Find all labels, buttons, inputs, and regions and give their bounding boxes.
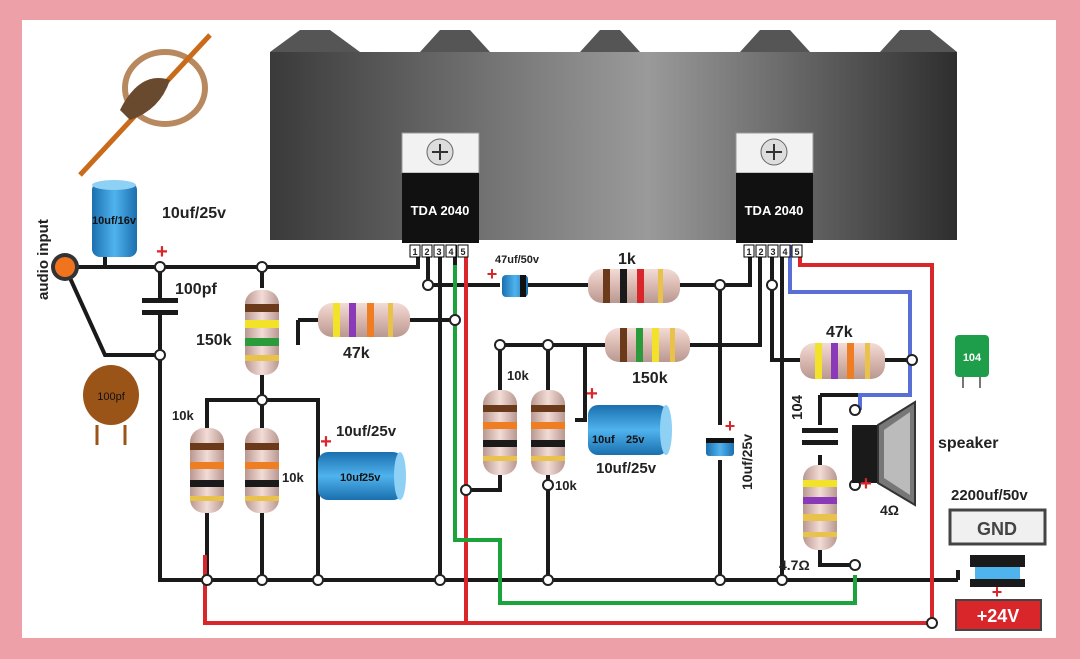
plus-sign: +	[586, 383, 598, 405]
cap-104: 104	[789, 394, 838, 445]
cap-10uf-left: 10uf 25v 10uf/25v +	[318, 423, 406, 500]
cap-100pf-label: 100pf	[175, 281, 217, 298]
cap-10uf-vert-label: 10uf/25v	[739, 434, 755, 490]
tda-left-label: TDA 2040	[411, 203, 470, 218]
cap-input: 10uf/16v 10uf/25v +	[92, 180, 226, 267]
tda2040-right: TDA 2040 1 2 3 4 5	[735, 132, 814, 258]
cap-input-label: 10uf/25v	[162, 205, 226, 222]
res-10k-c: 10k	[483, 368, 529, 475]
cap-100pf-disc: 100pf	[83, 365, 139, 445]
plus-sign: +	[860, 473, 872, 495]
cap-104-green-text: 104	[963, 352, 982, 364]
tda2040-left: TDA 2040 1 2 3 4 5	[401, 132, 480, 258]
cap-10uf-mid-a: 10uf	[592, 434, 615, 446]
cap-104-label: 104	[789, 394, 806, 420]
plus-sign: +	[320, 431, 332, 453]
cap-2200-label: 2200uf/50v	[951, 487, 1028, 504]
cap-10uf-left-b: 25v	[362, 472, 381, 484]
audio-input-label: audio input	[35, 219, 52, 300]
res-47k-right: 47k	[800, 324, 885, 379]
res-47k-top: 47k	[318, 303, 410, 362]
res-1k-label: 1k	[618, 251, 636, 268]
res-47k-top-label: 47k	[343, 345, 370, 362]
res-150k-left-label: 150k	[196, 332, 232, 349]
heatsink	[270, 30, 957, 240]
speaker-label: speaker	[938, 435, 999, 452]
plus-sign: +	[992, 582, 1003, 602]
cap-input-body: 10uf/16v	[92, 215, 137, 227]
pin-r3: 3	[770, 247, 775, 257]
brand-logo	[78, 33, 212, 177]
res-10k-b-label: 10k	[282, 470, 304, 485]
res-10k-d: 10k	[531, 390, 577, 493]
cap-10uf-mid-b: 25v	[626, 434, 645, 446]
cap-10uf-mid: 10uf 25v 10uf/25v +	[586, 383, 672, 477]
res-10k-b: 10k	[245, 428, 304, 513]
res-10k-a-label: 10k	[172, 408, 194, 423]
res-4-7-label: 4.7Ω	[779, 557, 810, 573]
pin-l1: 1	[412, 247, 417, 257]
res-150k-left: 150k	[196, 290, 279, 375]
audio-input-jack: audio input	[35, 219, 79, 300]
pin-l2: 2	[424, 247, 429, 257]
pin-l3: 3	[436, 247, 441, 257]
plus-sign: +	[156, 241, 168, 263]
speaker-ohm: 4Ω	[880, 502, 899, 518]
res-1k: 1k	[588, 251, 680, 303]
res-4-7: 4.7Ω	[779, 465, 837, 573]
plus-sign: +	[487, 264, 498, 284]
cap-2200uf: 2200uf/50v GND + +24V	[948, 487, 1047, 631]
speaker: + speaker 4Ω	[852, 400, 999, 518]
res-47k-right-label: 47k	[826, 324, 853, 341]
res-10k-a: 10k	[172, 408, 224, 513]
res-10k-d-label: 10k	[555, 478, 577, 493]
pin-r1: 1	[746, 247, 751, 257]
cap-10uf-left-label: 10uf/25v	[336, 423, 397, 440]
cap-47uf-label: 47uf/50v	[495, 254, 540, 266]
cap-10uf-left-a: 10uf	[340, 472, 363, 484]
wires-red	[203, 245, 934, 625]
pin-l5: 5	[460, 247, 465, 257]
wire-green	[453, 265, 857, 605]
res-150k-mid-label: 150k	[632, 370, 668, 387]
plus-sign: +	[725, 416, 736, 436]
cap-10uf-mid-label: 10uf/25v	[596, 460, 657, 477]
cap-10uf-vert: + 10uf/25v	[706, 416, 755, 490]
res-10k-c-label: 10k	[507, 368, 529, 383]
pin-r5: 5	[794, 247, 799, 257]
tda-right-label: TDA 2040	[745, 203, 804, 218]
pin-r2: 2	[758, 247, 763, 257]
cap-100pf: 100pf	[142, 281, 217, 315]
cap-104-green: 104	[955, 335, 989, 388]
supply-label: +24V	[977, 606, 1020, 626]
wire-blue	[788, 245, 912, 410]
cap-47uf: 47uf/50v +	[487, 254, 540, 297]
pin-r4: 4	[782, 247, 787, 257]
res-150k-mid: 150k	[605, 328, 690, 387]
junction-dots	[154, 261, 938, 629]
pin-l4: 4	[448, 247, 453, 257]
gnd-label: GND	[977, 519, 1017, 539]
cap-100pf-disc-text: 100pf	[97, 391, 125, 403]
